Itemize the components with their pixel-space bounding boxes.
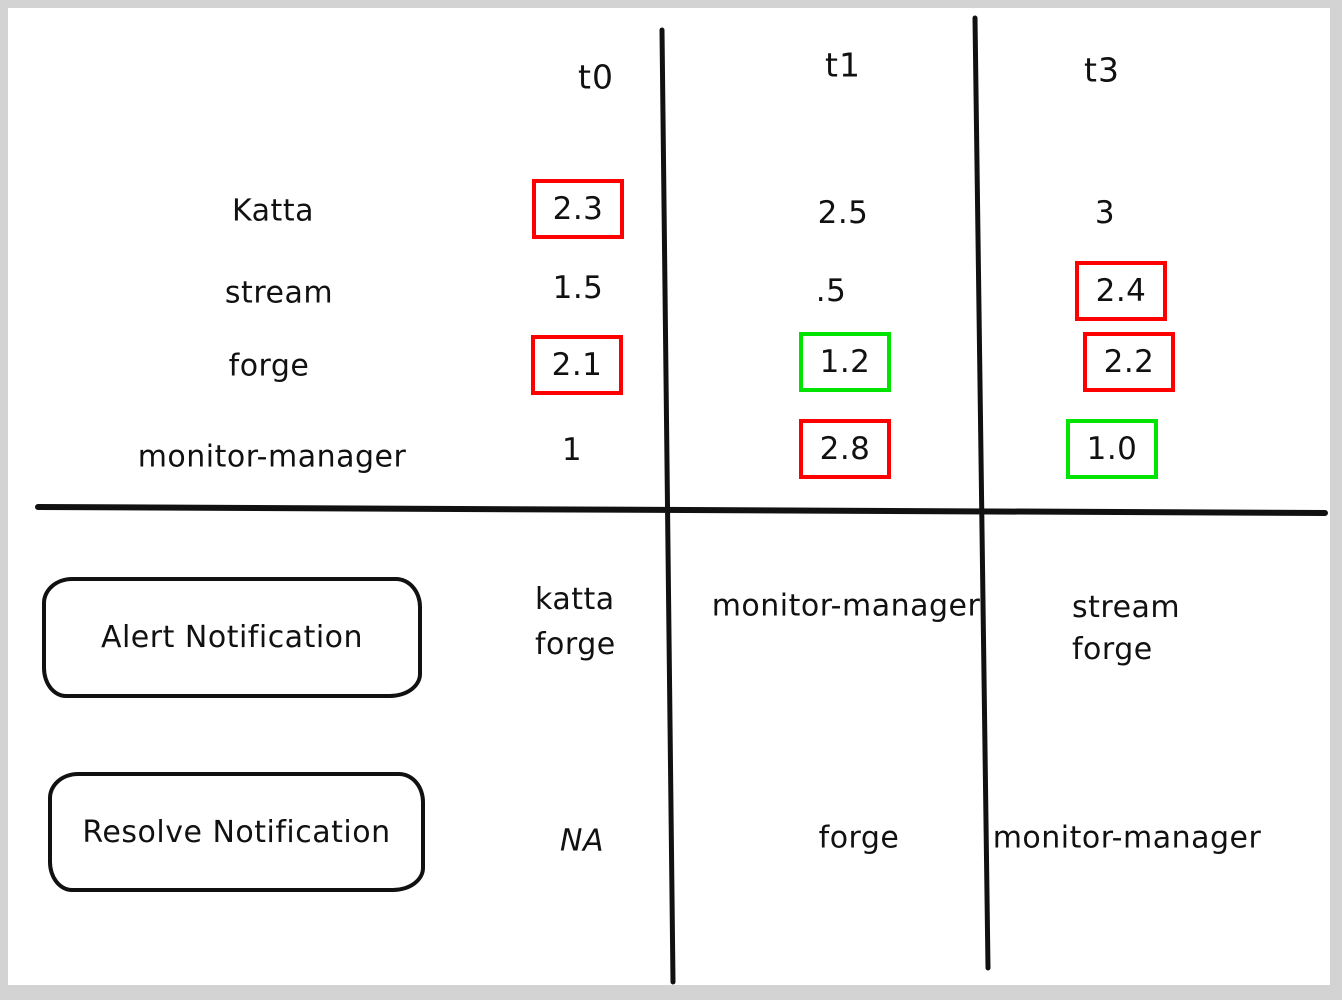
cell-stream-t1: .5 [815,273,847,309]
alert-notification-label: Alert Notification [100,620,364,655]
cell-forge-t0-red-box: 2.1 [531,335,623,395]
resolve-notification-label: Resolve Notification [82,814,391,850]
row-label-forge: forge [228,348,310,384]
alert-value-t0-line1: katta [535,582,615,617]
cell-stream-t3-red-box: 2.4 [1075,261,1167,321]
cell-monitor-manager-t3-green-box: 1.0 [1066,419,1158,479]
alert-notification-box: Alert Notification [42,577,422,698]
row-divider-horizontal [35,504,1328,516]
cell-katta-t3: 3 [1094,195,1116,231]
alert-value-t0: katta forge [535,577,616,667]
cell-value: 2.3 [552,191,604,227]
whiteboard-canvas: t0 t1 t3 Katta stream forge monitor-mana… [8,8,1330,985]
alert-value-t1: monitor-manager [711,588,981,624]
column-divider-left [659,27,676,985]
cell-katta-t1: 2.5 [817,195,869,231]
alert-value-t3-line1: stream [1072,590,1181,625]
resolve-value-t1: forge [818,820,900,856]
resolve-value-t3: monitor-manager [992,820,1262,856]
alert-value-t0-line2: forge [535,627,616,662]
row-label-katta: Katta [232,193,314,229]
cell-stream-t0: 1.5 [552,270,604,306]
cell-value: 2.2 [1103,344,1155,380]
column-header-t1: t1 [825,45,861,85]
cell-value: 1.2 [819,344,871,380]
cell-forge-t1-green-box: 1.2 [799,332,891,392]
alert-value-t3: stream forge [1072,587,1180,671]
cell-value: 2.8 [819,431,871,467]
column-header-t3: t3 [1084,50,1120,90]
cell-value: 2.1 [551,347,603,383]
cell-value: 1.0 [1086,431,1138,467]
cell-value: 2.4 [1095,273,1147,309]
column-divider-right [972,15,991,971]
row-label-monitor-manager: monitor-manager [137,439,407,475]
resolve-notification-box: Resolve Notification [48,772,425,892]
resolve-value-t0: NA [560,823,604,859]
cell-monitor-manager-t1-red-box: 2.8 [799,419,891,479]
cell-forge-t3-red-box: 2.2 [1083,332,1175,392]
cell-katta-t0-red-box: 2.3 [532,179,624,239]
column-header-t0: t0 [578,57,614,97]
alert-value-t3-line2: forge [1072,632,1153,667]
grid-lines [35,15,1328,985]
row-label-stream: stream [224,275,334,311]
cell-monitor-manager-t0: 1 [561,432,583,468]
